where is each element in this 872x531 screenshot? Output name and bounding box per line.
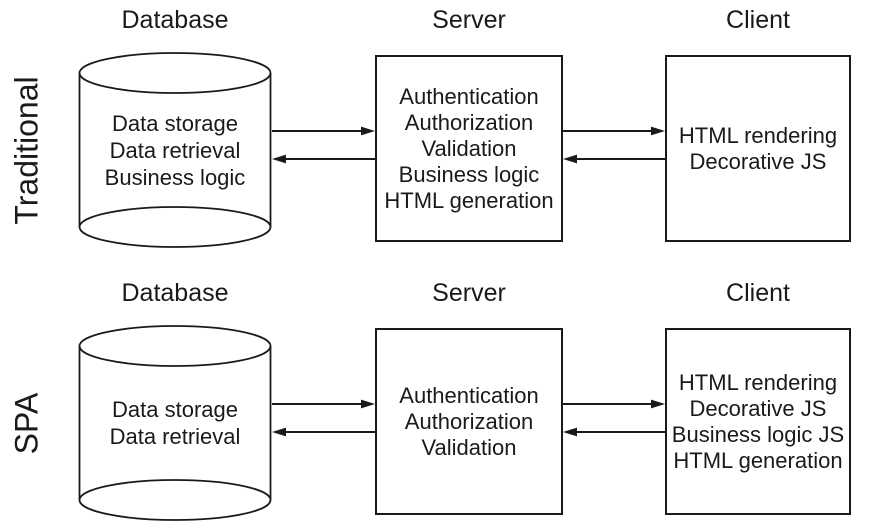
- client-header: Client: [726, 279, 790, 307]
- arrow-right-icon: [272, 399, 375, 409]
- client-capability: HTML rendering: [678, 369, 838, 395]
- client-box: HTML rendering Decorative JS: [665, 55, 851, 242]
- server-client-arrows: [563, 126, 665, 164]
- cylinder-top-ellipse: [78, 325, 272, 367]
- server-header: Server: [432, 279, 506, 307]
- database-header: Database: [121, 279, 229, 307]
- database-content: Data storage Data retrieval Business log…: [78, 52, 272, 248]
- server-box: Authentication Authorization Validation: [375, 328, 563, 515]
- arrow-left-icon: [272, 154, 375, 164]
- database-capability: Data storage: [112, 110, 238, 136]
- database-capability: Data retrieval: [109, 424, 241, 449]
- server-capability: Authentication: [399, 382, 539, 408]
- server-capability: Authorization: [404, 408, 534, 434]
- db-server-arrows: [272, 399, 375, 437]
- client-capability: HTML generation: [673, 447, 843, 473]
- database-header: Database: [121, 6, 229, 34]
- row-label-text: Traditional: [8, 75, 45, 225]
- client-capability: Decorative JS: [689, 395, 827, 421]
- server-capability: Business logic: [398, 161, 540, 187]
- database-capability: Data retrieval: [109, 137, 241, 163]
- server-capability: HTML generation: [384, 187, 554, 213]
- database-capability: Data storage: [112, 397, 238, 422]
- db-server-arrows: [272, 126, 375, 164]
- database-cylinder-icon: [78, 325, 272, 521]
- row-spa: SPA Database Server Client Data storage …: [0, 273, 872, 531]
- server-capability: Validation: [421, 135, 517, 161]
- client-capability: Business logic JS: [671, 421, 845, 447]
- row-label-spa: SPA: [0, 325, 54, 521]
- cylinder-top-ellipse: [78, 52, 272, 94]
- server-box: Authentication Authorization Validation …: [375, 55, 563, 242]
- arrow-right-icon: [272, 126, 375, 136]
- server-capability: Authentication: [399, 83, 539, 109]
- arrow-left-icon: [563, 427, 665, 437]
- server-capability: Validation: [421, 434, 517, 460]
- row-traditional: Traditional Database Server Client Data …: [0, 0, 872, 258]
- client-box: HTML rendering Decorative JS Business lo…: [665, 328, 851, 515]
- server-header: Server: [432, 6, 506, 34]
- client-capability: Decorative JS: [689, 148, 827, 174]
- arrow-right-icon: [563, 399, 665, 409]
- database-content: Data storage Data retrieval: [78, 325, 272, 521]
- row-label-traditional: Traditional: [0, 52, 54, 248]
- arrow-right-icon: [563, 126, 665, 136]
- server-capability: Authorization: [404, 109, 534, 135]
- client-capability: HTML rendering: [678, 122, 838, 148]
- database-cylinder-icon: [78, 52, 272, 248]
- server-client-arrows: [563, 399, 665, 437]
- row-label-text: SPA: [8, 392, 45, 454]
- client-header: Client: [726, 6, 790, 34]
- arrow-left-icon: [272, 427, 375, 437]
- arrow-left-icon: [563, 154, 665, 164]
- database-capability: Business logic: [104, 164, 246, 190]
